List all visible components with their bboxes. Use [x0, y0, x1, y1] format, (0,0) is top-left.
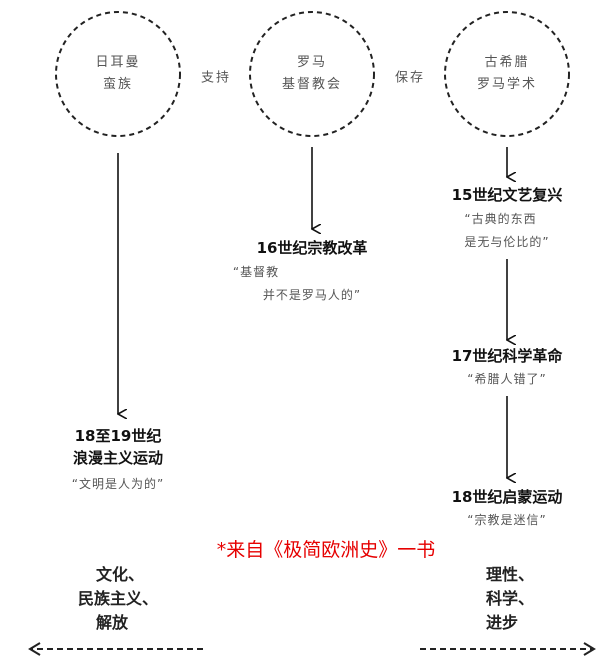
quote-line: “古典的东西: [464, 212, 537, 226]
enlightenment-title: 18世纪启蒙运动: [451, 488, 563, 506]
outcome-line: 民族主义、: [78, 589, 159, 608]
outcome-line: 进步: [486, 613, 519, 632]
outcomes-left: 文化、 民族主义、 解放: [78, 563, 158, 635]
quote-line: 并不是罗马人的”: [262, 288, 362, 302]
relation-preserve: 保存: [394, 70, 426, 86]
renaissance-quote: “古典的东西 是无与伦比的”: [464, 208, 549, 254]
node-circle-greco-roman: [444, 11, 570, 137]
source-note: *来自《极简欧洲史》一书: [216, 539, 436, 561]
node-circle-germanic: [55, 11, 181, 137]
node-line: 罗马学术: [476, 77, 538, 92]
reformation-title: 16世纪宗教改革: [256, 239, 368, 257]
node-line: 罗马: [296, 55, 328, 70]
renaissance-title: 15世纪文艺复兴: [451, 186, 563, 204]
relation-support: 支持: [200, 70, 232, 86]
arrowhead-right-icon: [583, 642, 596, 656]
romanticism-quote: “文明是人为的”: [71, 477, 165, 491]
scientific-title: 17世纪科学革命: [451, 347, 563, 365]
outcome-line: 文化、: [96, 565, 145, 584]
romanticism-title: 18至19世纪 浪漫主义运动: [73, 425, 163, 469]
node-line: 蛮族: [102, 77, 134, 92]
title-line: 18至19世纪: [74, 427, 162, 445]
node-line: 日耳曼: [95, 55, 141, 70]
reformation-quote: “基督教 并不是罗马人的”: [233, 261, 362, 307]
node-greco-roman-label: 古希腊 罗马学术: [477, 52, 537, 96]
outcome-line: 理性、: [486, 565, 535, 584]
title-line: 浪漫主义运动: [72, 449, 164, 467]
arrowhead-left-icon: [28, 642, 41, 656]
node-germanic-label: 日耳曼 蛮族: [95, 52, 140, 96]
outcomes-right: 理性、 科学、 进步: [486, 563, 534, 635]
enlightenment-quote: “宗教是迷信”: [467, 513, 547, 527]
node-line: 基督教会: [281, 77, 343, 92]
outcome-line: 解放: [96, 613, 129, 632]
node-church-label: 罗马 基督教会: [282, 52, 342, 96]
node-line: 古希腊: [484, 55, 530, 70]
scientific-quote: “希腊人错了”: [467, 372, 547, 386]
quote-line: 是无与伦比的”: [464, 235, 550, 249]
node-circle-church: [249, 11, 375, 137]
outcome-line: 科学、: [486, 589, 535, 608]
quote-line: “基督教: [232, 265, 280, 279]
